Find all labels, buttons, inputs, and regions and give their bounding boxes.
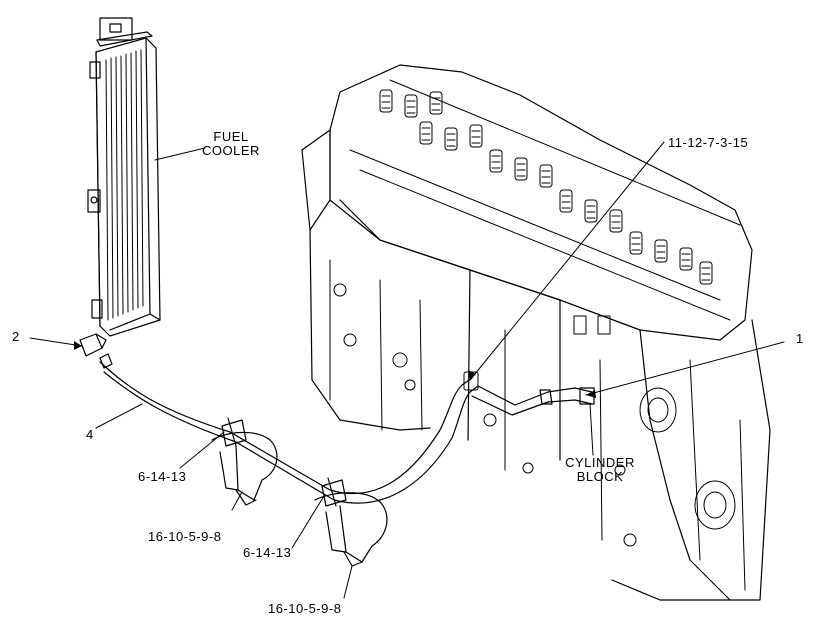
cylinder-block-label-line1: CYLINDER [565,455,635,470]
fuel-cooler [79,17,161,369]
callout-1: 1 [796,331,804,346]
clamp-lower [314,477,388,567]
callout-11-12-7-3-15: 11-12-7-3-15 [668,135,749,150]
cylinder-block-label-line2: BLOCK [576,469,624,484]
callout-16-10-5-9-8-lower: 16-10-5-9-8 [268,601,342,616]
callout-4: 4 [86,427,94,442]
leader-lines [29,141,785,599]
cylinder-block-label: CYLINDER BLOCK [560,456,640,484]
engine-block [301,64,771,601]
fuel-cooler-label: FUEL COOLER [198,130,264,158]
callout-2: 2 [12,329,20,344]
callout-16-10-5-9-8-upper: 16-10-5-9-8 [148,529,222,544]
fuel-cooler-label-line2: COOLER [202,143,260,158]
fuel-cooler-label-line1: FUEL [213,129,249,144]
callout-6-14-13-upper: 6-14-13 [138,469,187,484]
clamp-upper [211,417,278,506]
callout-6-14-13-lower: 6-14-13 [243,545,292,560]
fuel-hose [99,361,595,504]
